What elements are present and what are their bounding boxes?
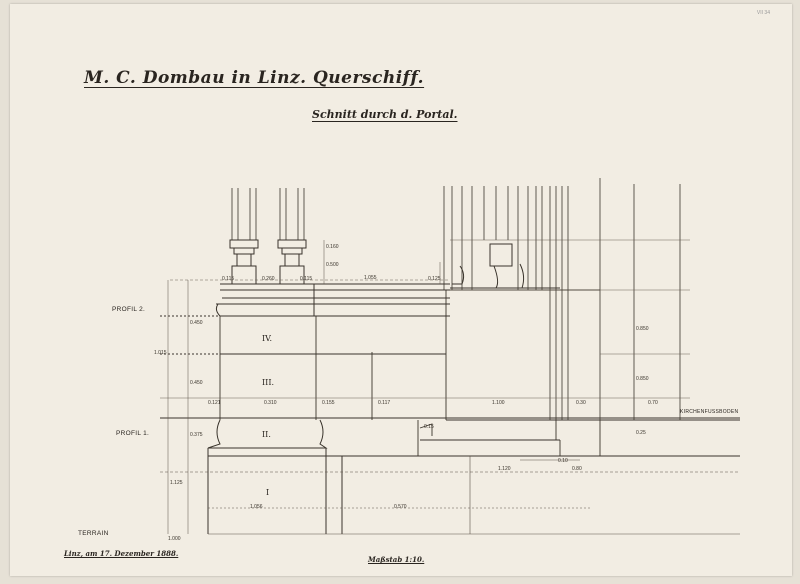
label-profile-1: PROFIL 1. — [116, 430, 150, 437]
dim-row-6: 0.30 — [576, 400, 586, 406]
label-terrain: TERRAIN — [78, 530, 109, 537]
dim-right-1: 0.850 — [636, 326, 649, 332]
construction-lines — [160, 239, 690, 399]
dim-row-7: 0.70 — [648, 400, 658, 406]
plinth-moulding — [215, 283, 450, 317]
footer-scale: Maßstab 1:10. — [368, 555, 425, 564]
label-profile-2: PROFIL 2. — [112, 306, 146, 313]
base-profile-1 — [207, 419, 420, 534]
dim-vert-4: 0.450 — [190, 380, 203, 386]
drawing-subtitle: Schnitt durch d. Portal. — [312, 108, 458, 121]
dim-small-1: 0.15 — [424, 424, 434, 430]
dim-height-total: 1.015 — [154, 350, 167, 356]
course-2: II. — [262, 430, 271, 439]
dim-row-5: 1.100 — [492, 400, 505, 406]
masonry-block — [160, 290, 447, 420]
left-column-shafts — [231, 188, 305, 240]
drawing-title: M. C. Dombau in Linz. Querschiff. — [84, 68, 425, 88]
dim-top-left: 0.115 — [222, 276, 235, 282]
label-kirchenfussboden: KIRCHENFUSSBODEN — [680, 409, 739, 415]
dim-step-2: 0.80 — [572, 466, 582, 472]
dim-vert-2: 0.500 — [326, 262, 339, 268]
dim-low-total: 1.000 — [168, 536, 181, 542]
ground-section — [160, 456, 740, 535]
dim-top-right: 0.115 — [300, 276, 313, 282]
dim-row-1: 0.121 — [208, 400, 221, 406]
dim-vert-6: 1.125 — [170, 480, 183, 486]
dim-right-2: 0.850 — [636, 376, 649, 382]
course-3: III. — [262, 378, 275, 387]
dim-base-2: 0.570 — [394, 504, 407, 510]
dim-step-1: 1.120 — [498, 466, 511, 472]
dim-vert-5: 0.375 — [190, 432, 203, 438]
dim-right-3: 0.25 — [636, 430, 646, 436]
corner-note: VII 34 — [756, 10, 770, 16]
dim-top-end: 0.125 — [428, 276, 441, 282]
footer-date: Linz, am 17. Dezember 1888. — [64, 549, 179, 558]
right-column-bases — [446, 243, 600, 291]
course-4: IV. — [262, 334, 273, 343]
dim-top-span: 1.055 — [364, 275, 377, 281]
right-column-shafts — [443, 178, 681, 420]
step-blocks — [417, 420, 740, 457]
dim-row-4: 0.117 — [378, 400, 391, 406]
dim-vert-3: 0.450 — [190, 320, 203, 326]
dim-row-2: 0.310 — [264, 400, 277, 406]
dim-row-3: 0.155 — [322, 400, 335, 406]
course-1: I — [266, 488, 270, 497]
vertical-dimension-lines — [167, 240, 441, 534]
kirchenfussboden-line — [160, 417, 740, 421]
dim-top-mid: 0.260 — [262, 276, 275, 282]
dim-base-1: 1.056 — [250, 504, 263, 510]
dim-vert-1: 0.160 — [326, 244, 339, 250]
dim-small-2: 0.10 — [558, 458, 568, 464]
